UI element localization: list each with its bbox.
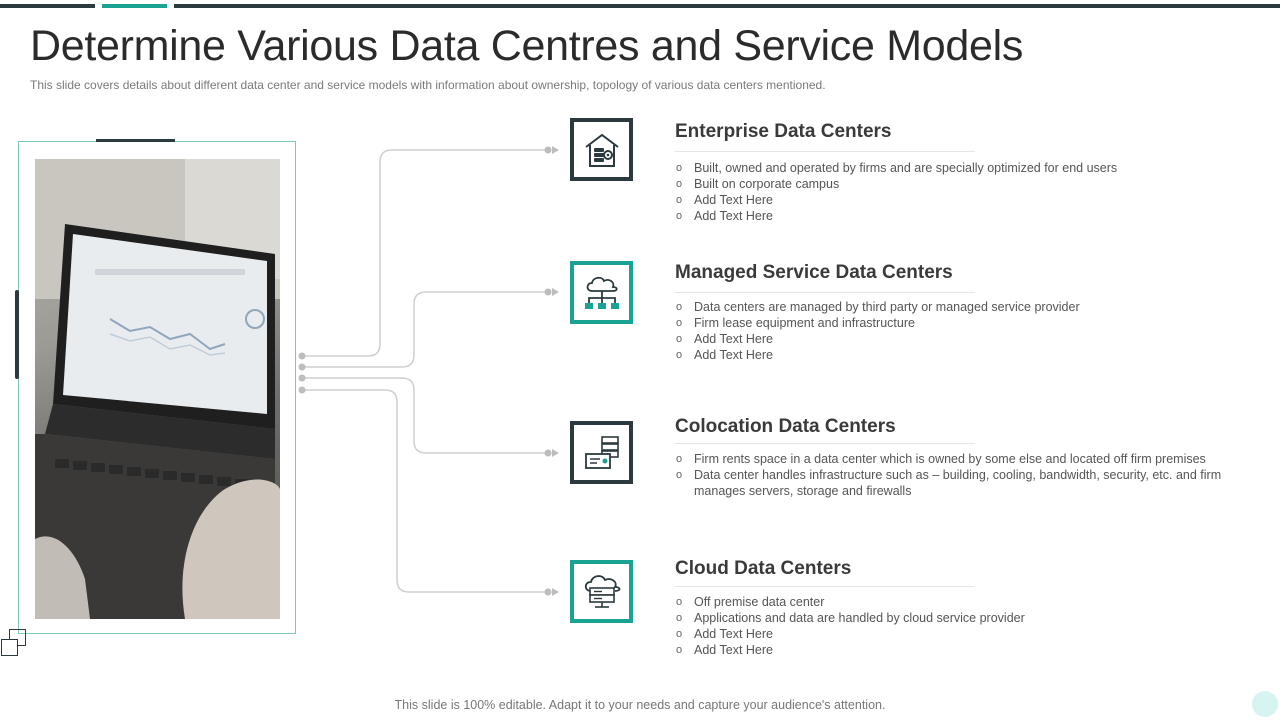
list-item: Add Text Here — [675, 208, 1117, 224]
item-title-managed: Managed Service Data Centers — [675, 262, 953, 283]
list-item: Built, owned and operated by firms and a… — [675, 160, 1117, 176]
top-accent-bar-left — [0, 4, 95, 8]
list-item: Firm lease equipment and infrastructure — [675, 315, 1080, 331]
top-accent-bar-teal — [102, 4, 167, 8]
bullet-list-managed: Data centers are managed by third party … — [675, 299, 1080, 363]
item-divider — [675, 292, 975, 293]
list-item: Off premise data center — [675, 594, 1025, 610]
list-item: Data center handles infrastructure such … — [675, 467, 1255, 499]
cloud-icon-box — [570, 560, 633, 623]
bullet-list-enterprise: Built, owned and operated by firms and a… — [675, 160, 1117, 224]
bullet-list-cloud: Off premise data center Applications and… — [675, 594, 1025, 658]
list-item: Add Text Here — [675, 192, 1117, 208]
server-rack-monitor-icon — [584, 435, 619, 469]
decorative-square — [1, 639, 18, 656]
managed-icon-box — [570, 261, 633, 324]
photo-frame-tab — [96, 139, 175, 142]
item-divider — [675, 586, 975, 587]
top-accent-bar-right — [174, 4, 1280, 8]
bullet-list-colocation: Firm rents space in a data center which … — [675, 451, 1255, 499]
corner-decoration — [1252, 691, 1278, 717]
item-title-enterprise: Enterprise Data Centers — [675, 121, 892, 142]
list-item: Data centers are managed by third party … — [675, 299, 1080, 315]
cloud-server-icon — [584, 574, 620, 608]
colocation-icon-box — [570, 421, 633, 484]
laptop-photo — [35, 159, 280, 619]
list-item: Add Text Here — [675, 347, 1080, 363]
footer-note: This slide is 100% editable. Adapt it to… — [394, 698, 886, 712]
list-item: Built on corporate campus — [675, 176, 1117, 192]
page-subtitle: This slide covers details about differen… — [30, 78, 826, 92]
item-title-colocation: Colocation Data Centers — [675, 416, 896, 437]
list-item: Add Text Here — [675, 626, 1025, 642]
side-accent-bar — [15, 290, 19, 379]
cloud-network-icon — [584, 276, 619, 309]
house-server-gear-icon — [584, 133, 619, 167]
enterprise-icon-box — [570, 118, 633, 181]
item-divider — [675, 151, 975, 152]
page-title: Determine Various Data Centres and Servi… — [30, 22, 1024, 70]
list-item: Firm rents space in a data center which … — [675, 451, 1255, 467]
list-item: Add Text Here — [675, 642, 1025, 658]
laptop-illustration — [35, 159, 280, 619]
list-item: Add Text Here — [675, 331, 1080, 347]
list-item: Applications and data are handled by clo… — [675, 610, 1025, 626]
item-title-cloud: Cloud Data Centers — [675, 558, 852, 579]
item-divider — [675, 443, 975, 444]
